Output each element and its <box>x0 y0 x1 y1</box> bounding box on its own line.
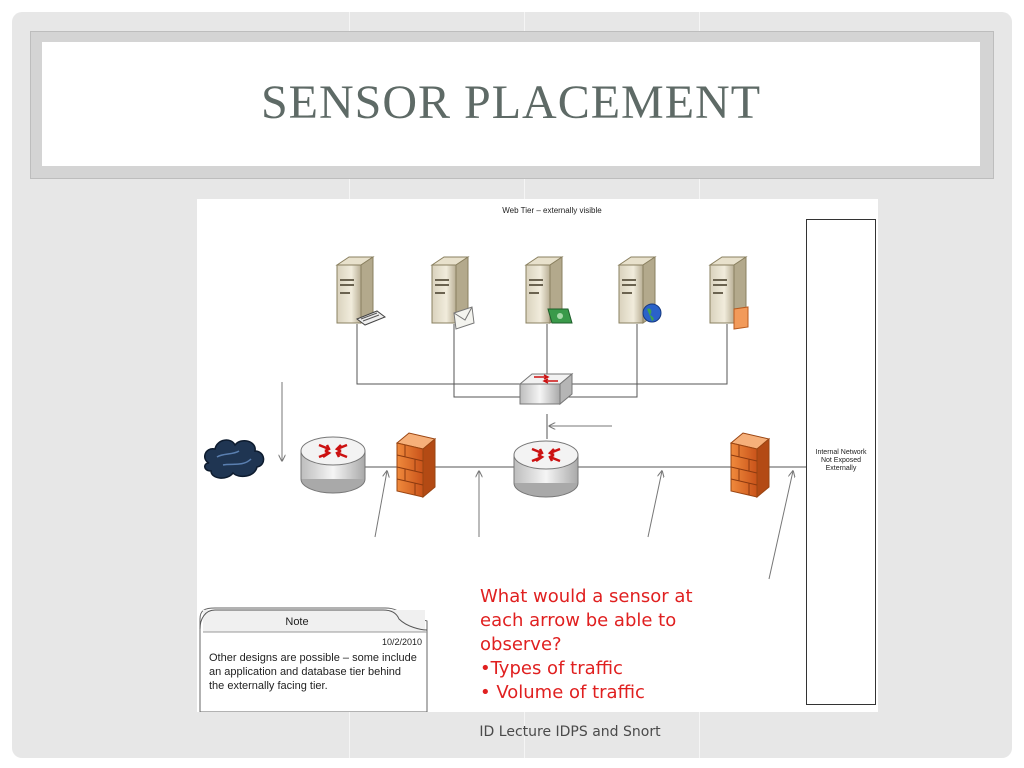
sensor-arrows <box>282 382 793 580</box>
server-5 <box>708 256 749 330</box>
note-title: Note <box>285 616 309 628</box>
globe-icon <box>642 303 662 323</box>
slide-footer: ID Lecture IDPS and Snort <box>479 724 661 740</box>
web-tier-label: Web Tier – externally visible <box>502 206 602 215</box>
network-diagram: Web Tier – externally visible Internal N… <box>197 199 878 712</box>
slide-title: SENSOR PLACEMENT <box>260 76 762 129</box>
internal-network-label: Internal Network Not Exposed Externally <box>815 449 867 472</box>
document-icon <box>733 306 749 330</box>
server-4 <box>617 256 662 324</box>
switch-icon <box>518 372 574 406</box>
title-panel <box>42 42 980 166</box>
server-1 <box>335 256 387 326</box>
server-3 <box>524 256 573 324</box>
sensor-arrow <box>647 471 662 538</box>
server-2 <box>430 256 475 330</box>
network-diagram-graphic <box>199 256 807 712</box>
note-body: Other designs are possible – some includ… <box>209 652 417 692</box>
question-text: What would a sensor at each arrow be abl… <box>480 586 693 703</box>
sensor-arrow <box>768 471 793 580</box>
sensor-arrow <box>374 471 387 538</box>
note-box <box>199 607 428 712</box>
internal-network-box <box>806 219 876 705</box>
router-icon <box>513 440 579 498</box>
firewall-icon <box>395 432 437 499</box>
note-date: 10/2/2010 <box>381 637 422 647</box>
internet-cloud-icon <box>204 439 265 479</box>
router-icon <box>300 436 366 494</box>
firewall-icon <box>729 432 771 499</box>
